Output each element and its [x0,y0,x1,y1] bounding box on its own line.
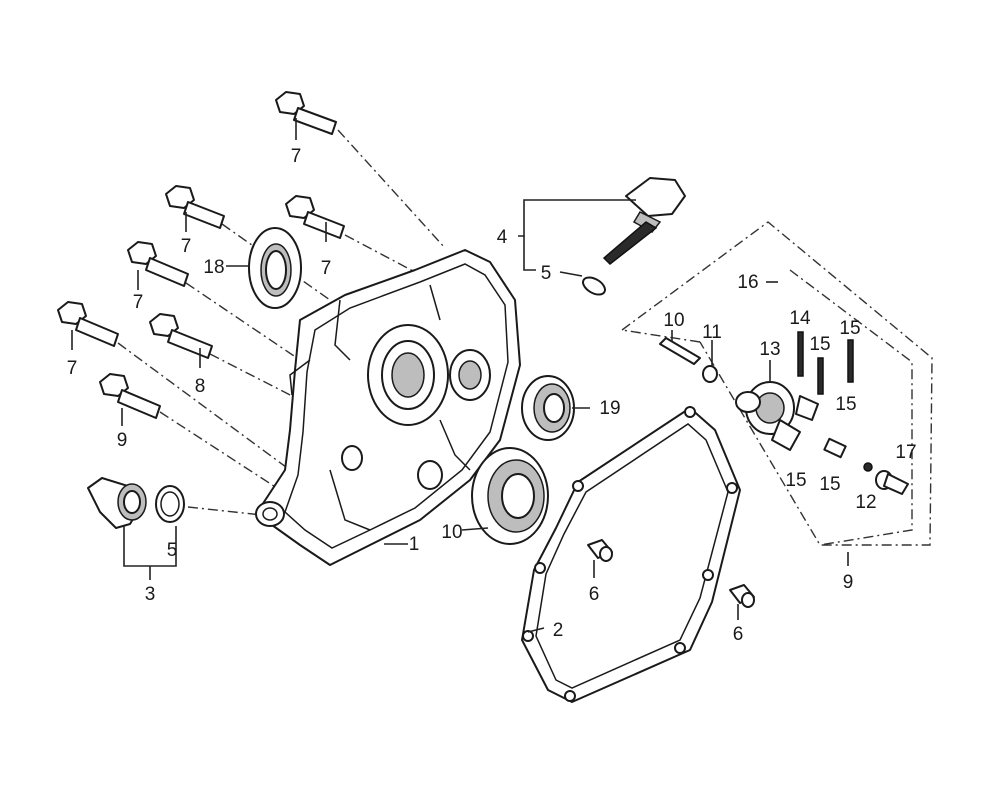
bolt-7-left [57,301,119,347]
callout-6: 6 [589,584,600,605]
governor-gear-13 [735,381,819,451]
callout-19: 19 [599,398,620,419]
bolt-7-lower [99,373,161,419]
callout-14: 15 [809,334,830,355]
callout-12: 12 [855,492,876,513]
bolt-7-mid-left [127,241,189,287]
callout-5: 5 [541,263,552,284]
callout-7: 7 [181,236,192,257]
governor-shaft-10 [659,337,701,365]
crankcase-cover-1 [255,249,521,566]
washer-12 [863,462,873,472]
callout-7: 7 [321,258,332,279]
callout-8: 10 [441,522,462,543]
callout-5: 5 [167,540,178,561]
pins-14 [797,331,854,395]
dowel-pin-6-upper [587,539,613,562]
callout-10: 10 [663,310,684,331]
callout-3: 3 [145,584,156,605]
callout-18: 18 [203,257,224,278]
gasket-2 [521,406,741,703]
oil-seal-18 [248,227,302,309]
bolt-7-upper-mid [285,195,345,239]
callout-labels: 7 7 7 7 7 8 9 18 1 10 19 2 4 5 5 3 6 6 1… [67,146,917,645]
callout-leaders [71,118,849,633]
callout-9: 9 [843,572,854,593]
callout-6: 6 [733,624,744,645]
governor-assembly-frame [621,221,933,546]
callout-7: 7 [133,292,144,313]
callout-15: 15 [819,474,840,495]
callout-16: 16 [737,272,758,293]
o-ring-5-upper [582,276,606,296]
callout-17: 17 [895,442,916,463]
callout-14: 15 [839,318,860,339]
bolt-7-top [275,91,337,135]
bearing-19 [521,375,575,441]
callout-14: 14 [789,308,811,329]
bearing-8 [471,447,549,545]
callout-7: 7 [291,146,302,167]
o-ring-5-lower [155,485,185,523]
oil-dipstick-4 [602,177,686,265]
clips-15 [823,437,847,459]
callout-13: 13 [759,339,780,360]
dowel-pin-6-lower [729,584,755,608]
bolt-7-upper-left [165,185,225,229]
callout-7: 9 [117,430,128,451]
callout-11: 11 [702,322,722,343]
washer-11 [702,365,718,383]
callout-2: 2 [553,620,564,641]
bolt-17 [875,470,909,495]
bolt-7-center [149,313,213,359]
callout-7: 7 [67,358,78,379]
callout-1: 1 [409,534,420,555]
callout-7: 8 [195,376,206,397]
callout-15: 15 [835,394,856,415]
callout-4: 4 [497,227,508,248]
callout-15: 15 [785,470,806,491]
oil-filler-cap-3 [87,477,147,529]
